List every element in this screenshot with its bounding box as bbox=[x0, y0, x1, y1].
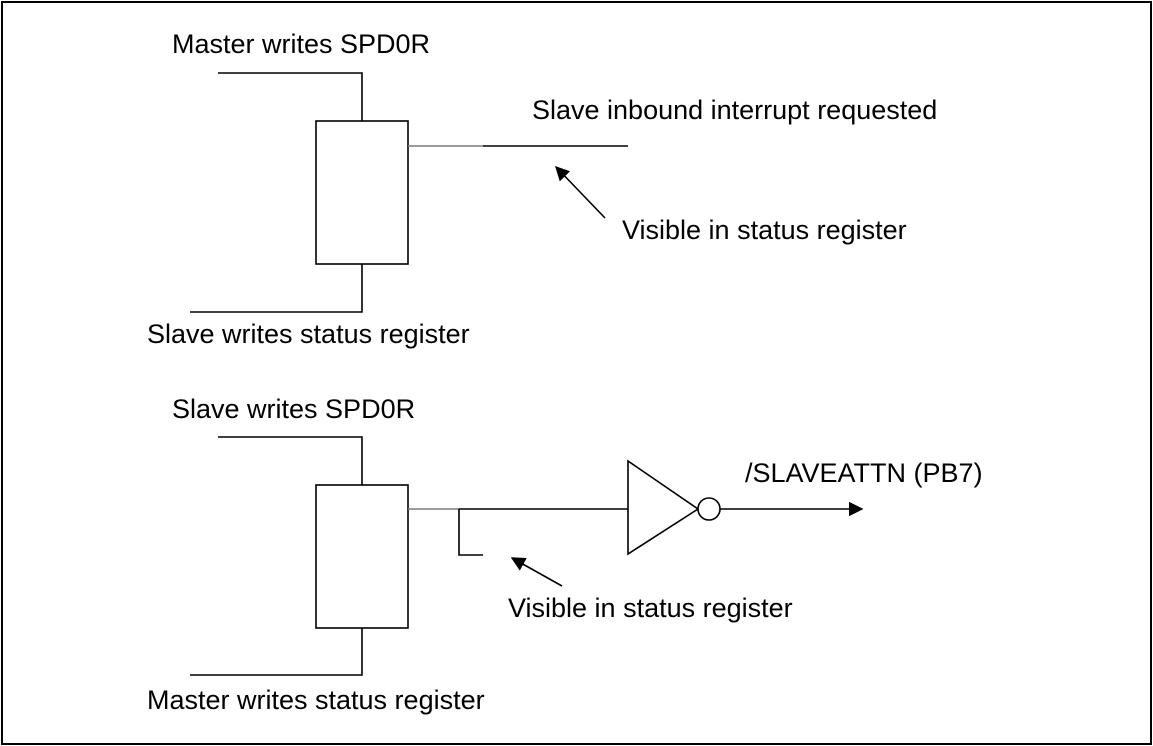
top-status-arrow bbox=[555, 165, 606, 219]
top-set-input-label: Master writes SPD0R bbox=[172, 29, 430, 59]
bottom-reset-input-label: Master writes status register bbox=[147, 685, 485, 715]
bottom-status-note: Visible in status register bbox=[508, 593, 793, 623]
bottom-circuit: Slave writes SPD0R /SLAVEATTN (PB7) Visi… bbox=[147, 394, 983, 715]
inverter-triangle bbox=[627, 459, 700, 556]
bottom-status-arrow bbox=[510, 557, 563, 587]
top-latch-box bbox=[315, 120, 409, 265]
inverter-bubble bbox=[697, 497, 721, 521]
top-circuit: Master writes SPD0R Slave inbound interr… bbox=[147, 29, 937, 349]
top-set-wire bbox=[218, 72, 363, 121]
top-status-note: Visible in status register bbox=[622, 215, 907, 245]
bottom-reset-wire bbox=[190, 628, 363, 676]
bottom-output-label: /SLAVEATTN (PB7) bbox=[745, 458, 983, 488]
bottom-status-tap bbox=[458, 509, 483, 556]
bottom-set-wire bbox=[218, 436, 363, 485]
bottom-latch-box bbox=[315, 484, 409, 629]
top-reset-input-label: Slave writes status register bbox=[147, 319, 470, 349]
top-reset-wire bbox=[190, 264, 363, 313]
bottom-set-input-label: Slave writes SPD0R bbox=[172, 394, 415, 424]
top-output-label: Slave inbound interrupt requested bbox=[532, 95, 937, 125]
